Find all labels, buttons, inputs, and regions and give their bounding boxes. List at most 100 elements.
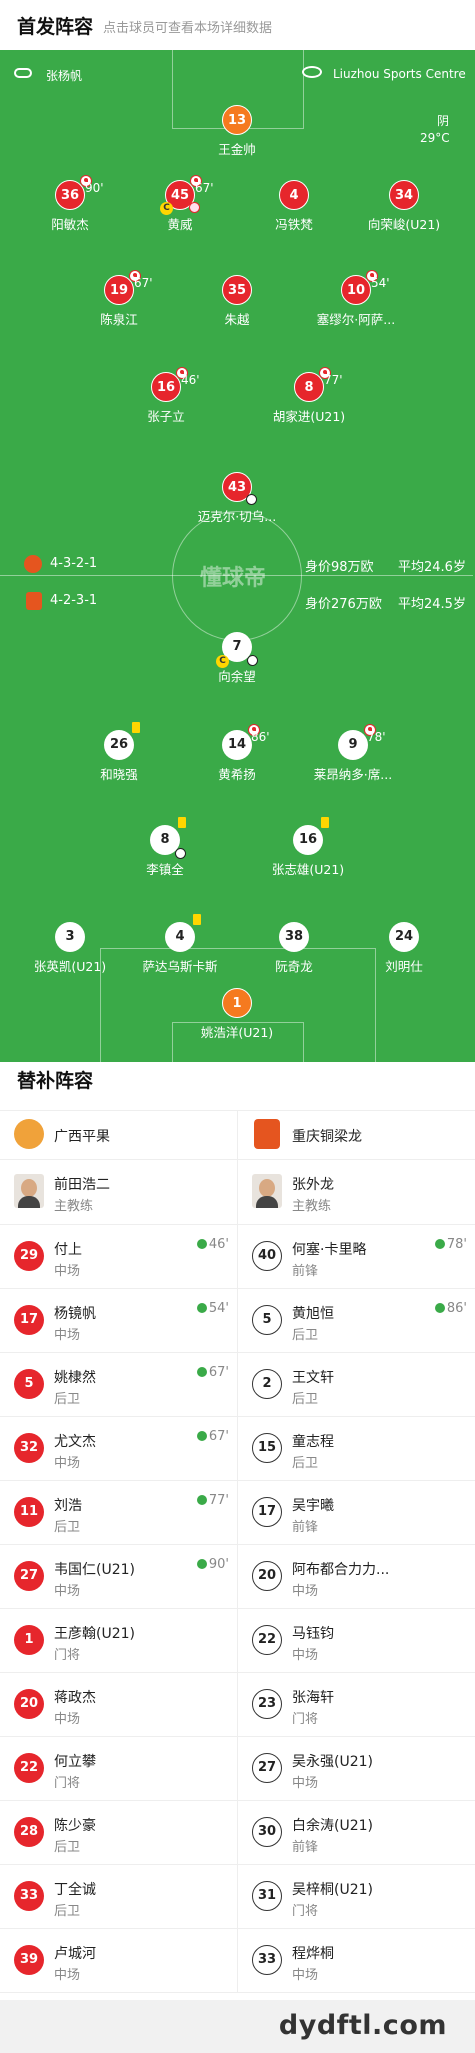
coach-avatar: [14, 1174, 44, 1208]
home-coach[interactable]: 前田浩二 主教练: [0, 1160, 237, 1225]
player-position: 中场: [292, 1584, 319, 1599]
sub-in-arrow-icon: [196, 1559, 207, 1569]
player-top-34[interactable]: 34 向荣峻(U21): [349, 180, 459, 233]
player-bottom-9[interactable]: 9 78' 莱昂纳多·席...: [298, 724, 408, 783]
player-position: 中场: [292, 1776, 319, 1791]
player-bottom-16[interactable]: 16 张志雄(U21): [253, 817, 363, 878]
player-name: 向荣峻(U21): [367, 217, 441, 232]
player-bottom-7[interactable]: 7 C 向余望: [182, 632, 292, 685]
player-badge: 8 77': [294, 367, 343, 402]
player-position: 中场: [54, 1968, 81, 1983]
sub-in-minute: 46': [208, 1237, 229, 1252]
player-number: 8: [304, 380, 314, 395]
player-top-35[interactable]: 35 朱越: [182, 275, 292, 328]
player-bottom-1[interactable]: 1 姚浩洋(U21): [182, 988, 292, 1041]
player-bottom-4[interactable]: 4 萨达乌斯卡斯: [125, 914, 235, 975]
home-team-row[interactable]: 广西平果: [0, 1110, 237, 1160]
site-watermark: dydftl.com: [278, 2010, 447, 2041]
player-name: 王文轩: [292, 1370, 334, 1386]
player-badge: 36 90': [55, 175, 104, 210]
player-top-8[interactable]: 8 77' 胡家进(U21): [254, 367, 364, 425]
player-name: 张海轩: [292, 1690, 334, 1706]
player-bottom-3[interactable]: 3 张英凯(U21): [15, 922, 125, 975]
player-name: 程烨桐: [292, 1946, 334, 1962]
away-coach[interactable]: 张外龙 主教练: [238, 1160, 475, 1225]
player-position: 中场: [292, 1648, 319, 1663]
player-badge: 7 C: [216, 632, 258, 668]
player-name: 陈泉江: [100, 312, 138, 327]
player-top-4[interactable]: 4 冯铁梵: [239, 180, 349, 233]
home-team-crest-icon: [14, 1119, 44, 1149]
sub-in-arrow-icon: [434, 1303, 445, 1313]
player-position: 中场: [54, 1264, 81, 1279]
player-top-13[interactable]: 13 王金帅: [182, 105, 292, 158]
player-top-10[interactable]: 10 54' 塞缪尔·阿萨...: [301, 270, 411, 328]
player-name: 黄旭恒: [292, 1306, 334, 1322]
weather: 阴: [437, 114, 450, 128]
player-number-badge: 1: [222, 988, 252, 1018]
away-team-value: 身价276万欧: [305, 597, 382, 612]
player-number-badge: 40: [252, 1241, 282, 1271]
player-name: 姚棣然: [54, 1370, 96, 1386]
player-number: 7: [232, 639, 242, 654]
player-badge: 43: [222, 472, 257, 505]
player-position: 后卫: [54, 1392, 81, 1407]
player-top-16[interactable]: 16 46' 张子立: [111, 367, 221, 425]
yellow-card-icon: [193, 914, 201, 925]
player-number-badge: 27: [14, 1561, 44, 1591]
yellow-card-icon: [321, 817, 329, 828]
player-name: 向余望: [218, 669, 256, 684]
home-average-age: 平均24.6岁: [398, 560, 466, 575]
player-name: 萨达乌斯卡斯: [142, 959, 218, 974]
player-bottom-14[interactable]: 14 86' 黄希扬: [182, 724, 292, 783]
player-name: 卢城河: [54, 1946, 96, 1962]
player-number: 36: [60, 188, 80, 203]
player-name: 何立攀: [54, 1754, 96, 1770]
player-bottom-8[interactable]: 8 李镇全: [110, 817, 220, 878]
player-name: 黄希扬: [218, 767, 256, 782]
away-team-row[interactable]: 重庆铜梁龙: [238, 1110, 475, 1160]
player-top-19[interactable]: 19 67' 陈泉江: [64, 270, 174, 328]
player-number-badge: 29: [14, 1241, 44, 1271]
sub-minute: 67': [195, 181, 214, 195]
player-bottom-38[interactable]: 38 阮奇龙: [239, 922, 349, 975]
player-name: 和晓强: [100, 767, 138, 782]
football-pitch: 张杨帆 Liuzhou Sports Centre 阴 29°C 懂球帝 4-3…: [0, 50, 475, 1062]
player-name: 朱越: [224, 312, 250, 327]
player-top-45[interactable]: 45 67' C 黄威: [125, 175, 235, 233]
player-top-43[interactable]: 43 迈克尔·切乌...: [182, 472, 292, 525]
bottom-penalty-area: [100, 948, 376, 1062]
coach-role: 主教练: [54, 1199, 94, 1214]
player-bottom-24[interactable]: 24 刘明仕: [349, 922, 459, 975]
player-bottom-26[interactable]: 26 和晓强: [64, 722, 174, 783]
sub-in-minute: 78': [446, 1237, 467, 1252]
player-top-36[interactable]: 36 90' 阳敏杰: [15, 175, 125, 233]
sub-in-minute: 54': [208, 1301, 229, 1316]
